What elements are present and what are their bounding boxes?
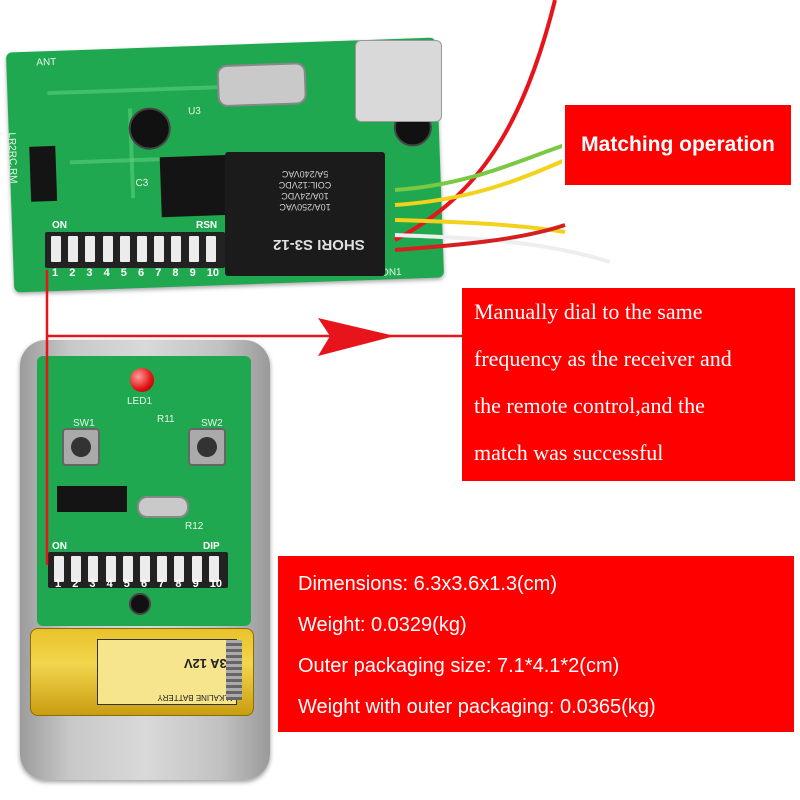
- receiver-dip-rsn-label: RSN: [196, 220, 218, 231]
- dip-toggle[interactable]: [88, 556, 99, 582]
- dip-number: 5: [123, 578, 130, 590]
- dip-number: 6: [141, 578, 148, 590]
- silk-r11: R11: [157, 414, 175, 425]
- dip-number: 6: [138, 267, 145, 279]
- battery-spring: [226, 640, 242, 700]
- dip-number: 1: [55, 578, 62, 590]
- dip-toggle[interactable]: [208, 556, 219, 582]
- dip-toggle[interactable]: [137, 236, 147, 262]
- dip-toggle[interactable]: [157, 556, 168, 582]
- silk-sw1: SW1: [73, 418, 95, 429]
- ic-chip: [57, 486, 127, 512]
- dip-number: 4: [106, 578, 113, 590]
- specifications-callout: Dimensions: 6.3x3.6x1.3(cm) Weight: 0.03…: [278, 556, 794, 732]
- dip-number: 5: [120, 267, 127, 279]
- receiver-bracket: [355, 40, 442, 122]
- spec-packaging-size: Outer packaging size: 7.1*4.1*2(cm): [298, 655, 620, 677]
- dip-toggle[interactable]: [122, 556, 133, 582]
- dip-number: 8: [175, 578, 182, 590]
- dip-number: 2: [69, 267, 76, 279]
- dip-number: 9: [192, 578, 199, 590]
- spec-weight: Weight: 0.0329(kg): [298, 614, 467, 636]
- dip-toggle[interactable]: [105, 556, 116, 582]
- dip-toggle[interactable]: [140, 556, 150, 582]
- spec-dimensions: Dimensions: 6.3x3.6x1.3(cm): [298, 573, 557, 595]
- manual-dial-callout: Manually dial to the same frequency as t…: [462, 288, 795, 481]
- dip-toggle[interactable]: [171, 236, 182, 262]
- dip-toggle[interactable]: [71, 556, 82, 582]
- dip-toggle[interactable]: [51, 236, 61, 262]
- dip-number: 3: [86, 267, 93, 279]
- matching-operation-callout: Matching operation: [562, 102, 794, 188]
- green-wire: [394, 143, 566, 192]
- dip-toggle[interactable]: [205, 236, 216, 262]
- battery: ALKALINE BATTERY 23A 12V: [30, 628, 254, 716]
- remote-button-sw1[interactable]: [62, 428, 100, 466]
- remote-dip-on-label: ON: [52, 541, 67, 552]
- crystal-oscillator: [137, 496, 189, 518]
- silk-r12: R12: [185, 521, 204, 532]
- remote-dip-dip-label: DIP: [203, 541, 220, 552]
- dip-number: 7: [155, 267, 162, 279]
- dip-toggle[interactable]: [102, 236, 113, 262]
- manual-dial-line: Manually dial to the same: [474, 299, 703, 324]
- remote-button-sw2[interactable]: [188, 428, 226, 466]
- dip-toggle[interactable]: [119, 236, 130, 262]
- dip-toggle[interactable]: [54, 556, 64, 582]
- dip-number: 1: [52, 267, 59, 279]
- dip-number: 4: [103, 267, 110, 279]
- dip-number: 10: [206, 267, 220, 279]
- manual-dial-line: the remote control,and the: [474, 393, 705, 418]
- red-wire-2: [394, 223, 566, 252]
- relay: 10A/250VAC 10A/24VDC COIL:12VDC 5A/240VA…: [225, 152, 385, 276]
- silk-sw2: SW2: [201, 418, 223, 429]
- dip-number: 3: [89, 578, 96, 590]
- dip-toggle[interactable]: [154, 236, 165, 262]
- silk-led: LED1: [127, 396, 153, 407]
- remote-dip-switch[interactable]: [48, 552, 228, 588]
- dip-toggle[interactable]: [188, 236, 199, 262]
- manual-dial-line: match was successful: [474, 440, 664, 465]
- red-wire: [394, 0, 557, 242]
- dip-toggle[interactable]: [68, 236, 79, 262]
- dip-toggle[interactable]: [174, 556, 185, 582]
- dip-number: 9: [189, 267, 196, 279]
- receiver-dip-switch[interactable]: [45, 232, 225, 268]
- dip-toggle[interactable]: [191, 556, 202, 582]
- white-wire: [394, 233, 611, 264]
- dip-number: 7: [158, 578, 165, 590]
- dip-number: 8: [172, 267, 179, 279]
- dip-number: 10: [209, 578, 223, 590]
- receiver-dip-on-label: ON: [52, 220, 67, 231]
- yellow-wire: [394, 158, 566, 207]
- dip-toggle[interactable]: [85, 236, 96, 262]
- manual-dial-line: frequency as the receiver and: [474, 346, 732, 371]
- remote-led: [130, 368, 154, 392]
- dip-number: 2: [72, 578, 79, 590]
- spec-packaging-weight: Weight with outer packaging: 0.0365(kg): [298, 696, 656, 718]
- component: [129, 593, 151, 615]
